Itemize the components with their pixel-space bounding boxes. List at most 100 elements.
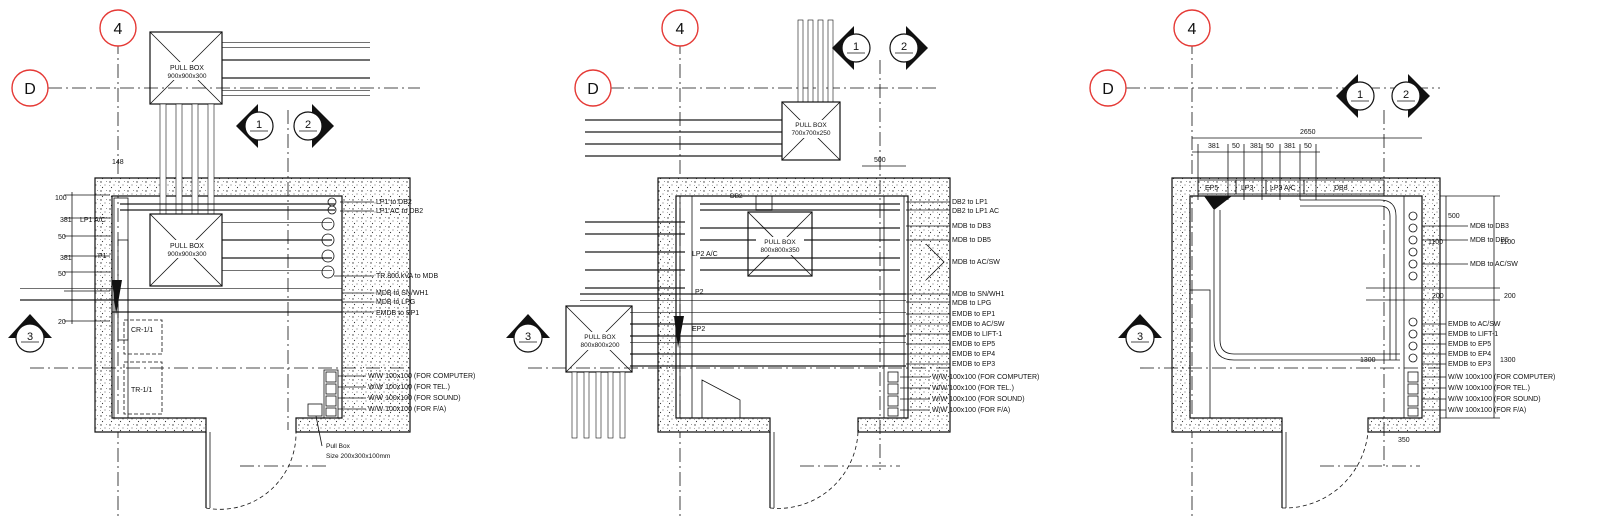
label-emdb-ep1: EMDB to EP1 — [376, 310, 419, 317]
label-emdb-ep5-p3: EMDB to EP5 — [1448, 341, 1491, 348]
cr-room — [123, 319, 163, 355]
label-mdb-db3-p3: MDB to DB3 — [1470, 223, 1509, 230]
p1-label: P1 — [98, 253, 107, 260]
grid-bubble-d-p2 — [574, 69, 612, 107]
svg-text:3: 3 — [525, 331, 531, 343]
pull-box-mid — [149, 213, 223, 287]
label-lp1ac-db2: LP1 AC to DB2 — [376, 208, 423, 215]
label-ww-tel: W/W 100x100 (FOR TEL.) — [368, 384, 450, 391]
label-ww-fa-p2: W/W 100x100 (FOR F/A) — [932, 407, 1010, 414]
label-emdb-ep4-p2: EMDB to EP4 — [952, 351, 995, 358]
dim-left-5: 20 — [58, 319, 66, 326]
section-marker-1-p3: 1 — [1336, 74, 1375, 118]
svg-text:1: 1 — [256, 119, 262, 131]
label-ww-fa: W/W 100x100 (FOR F/A) — [368, 406, 446, 413]
svg-text:2: 2 — [1403, 89, 1409, 101]
label-mdb-snwh1-p2: MDB to SN/WH1 — [952, 291, 1005, 298]
dim-right-500: 500 — [1448, 213, 1460, 220]
ww-stack-panel-2 — [883, 195, 905, 419]
dim-left-1: 381 — [60, 217, 72, 224]
label-db2-lp1: DB2 to LP1 — [952, 199, 988, 206]
label-lp1-db2: LP1 to DB2 — [376, 199, 412, 206]
label-mdb-db5: MDB to DB5 — [952, 237, 991, 244]
conduit-runs-panel-2 — [580, 200, 906, 367]
conduit-runs-panel-1 — [20, 200, 342, 313]
grid-bubble-4 — [99, 9, 137, 47]
label-ww-fa-p3: W/W 100x100 (FOR F/A) — [1448, 407, 1526, 414]
conduit-ends-panel-1 — [321, 197, 337, 279]
svg-text:2: 2 — [901, 41, 907, 53]
grid-label-d: D — [24, 81, 36, 98]
section-marker-1: 1 — [236, 104, 274, 148]
dim-right-1100: 1100 — [1428, 239, 1443, 246]
label-mdb-lpg-p2: MDB to LPG — [952, 300, 991, 307]
label-emdb-lift1-p3: EMDB to LIFT-1 — [1448, 331, 1498, 338]
pull-box-top-p2-size: 700x700x250 — [791, 130, 830, 137]
dim-left-3: 381 — [60, 255, 72, 262]
plan-panel-1: 4 D PULL BOX 900x900x300 PULL BOX 900 — [8, 9, 475, 520]
label-emdb-ep5-p2: EMDB to EP5 — [952, 341, 995, 348]
p2-tag: P2 — [695, 289, 704, 296]
tr-room-label: TR-1/1 — [131, 387, 153, 394]
pull-box-top-size: 900x900x300 — [167, 73, 206, 80]
note-line-1: Pull Box — [326, 443, 351, 450]
section-marker-3: 3 — [8, 314, 52, 353]
grid-bubble-d — [11, 69, 49, 107]
pull-box-mid-p2 — [747, 211, 813, 277]
dim-top-1: 50 — [1232, 143, 1240, 150]
label-emdb-acsw-p3: EMDB to AC/SW — [1448, 321, 1501, 328]
dim-top-2: 381 — [1250, 143, 1262, 150]
label-mdb-lpg: MDB to LPG — [376, 299, 415, 306]
label-ww-sound-p2: W/W 100x100 (FOR SOUND) — [932, 396, 1025, 403]
label-emdb-lift1-p2: EMDB to LIFT-1 — [952, 331, 1002, 338]
label-ww-sound: W/W 100x100 (FOR SOUND) — [368, 395, 461, 402]
section-marker-3-p3: 3 — [1118, 314, 1162, 353]
grid-bubble-4-p2 — [661, 9, 699, 47]
pull-box-top-p2-title: PULL BOX — [795, 122, 827, 129]
ww-stack-panel-1 — [323, 369, 339, 419]
pull-box-top — [149, 31, 223, 105]
tr-room — [123, 361, 163, 415]
label-mdb-acsw-p3: MDB to AC/SW — [1470, 261, 1518, 268]
svg-text:3: 3 — [27, 331, 33, 343]
label-mdb-db3: MDB to DB3 — [952, 223, 991, 230]
svg-text:4: 4 — [1188, 21, 1197, 38]
label-emdb-ep1-p2: EMDB to EP1 — [952, 311, 995, 318]
dim-top-0: 381 — [1208, 143, 1220, 150]
pull-box-mid-p2-title: PULL BOX — [764, 239, 796, 246]
panel-tags-p3: EP5 LP3 LP3 A/C DB3 — [1197, 179, 1385, 195]
plan-panel-2: 4 D PULL BOX 700x700x250 — [506, 9, 1039, 520]
tag-db3: DB3 — [1334, 185, 1348, 192]
dim-outer-1100: 1100 — [1500, 239, 1515, 246]
db2-tag: DB2 — [730, 193, 743, 200]
svg-text:2: 2 — [305, 119, 311, 131]
label-ww-sound-p3: W/W 100x100 (FOR SOUND) — [1448, 396, 1541, 403]
dim-right-1300: 1300 — [1360, 357, 1376, 364]
label-db2-lp1ac: DB2 to LP1 AC — [952, 208, 999, 215]
room-walls-p3 — [1171, 177, 1441, 433]
grid-label-4: 4 — [114, 21, 123, 38]
pull-box-low-p2-size: 800x800x200 — [580, 342, 619, 349]
section-marker-2-p3: 2 — [1391, 74, 1430, 118]
label-emdb-acsw-p2: EMDB to AC/SW — [952, 321, 1005, 328]
ww-stack-panel-3 — [1403, 195, 1423, 419]
label-ww-computer-p3: W/W 100x100 (FOR COMPUTER) — [1448, 374, 1555, 381]
grid-bubble-d-p3 — [1089, 69, 1127, 107]
svg-text:D: D — [1102, 81, 1114, 98]
pull-box-low-p2-title: PULL BOX — [584, 334, 616, 341]
svg-text:D: D — [587, 81, 599, 98]
ep2-tag: EP2 — [692, 326, 705, 333]
lp2-ac-tag: LP2 A/C — [692, 251, 718, 258]
dim-top-3: 50 — [1266, 143, 1274, 150]
dim-right-200: 200 — [1432, 293, 1444, 300]
dim-bottom-350: 350 — [1398, 437, 1410, 444]
label-emdb-ep3-p2: EMDB to EP3 — [952, 361, 995, 368]
pull-box-top-title: PULL BOX — [170, 65, 204, 72]
svg-text:3: 3 — [1137, 331, 1143, 343]
section-marker-2-p2: 2 — [889, 26, 928, 70]
dim-left-0: 100 — [55, 195, 67, 202]
svg-text:4: 4 — [676, 21, 685, 38]
label-ww-tel-p3: W/W 100x100 (FOR TEL.) — [1448, 385, 1530, 392]
label-emdb-ep4-p3: EMDB to EP4 — [1448, 351, 1491, 358]
section-marker-3-p2: 3 — [506, 314, 550, 353]
